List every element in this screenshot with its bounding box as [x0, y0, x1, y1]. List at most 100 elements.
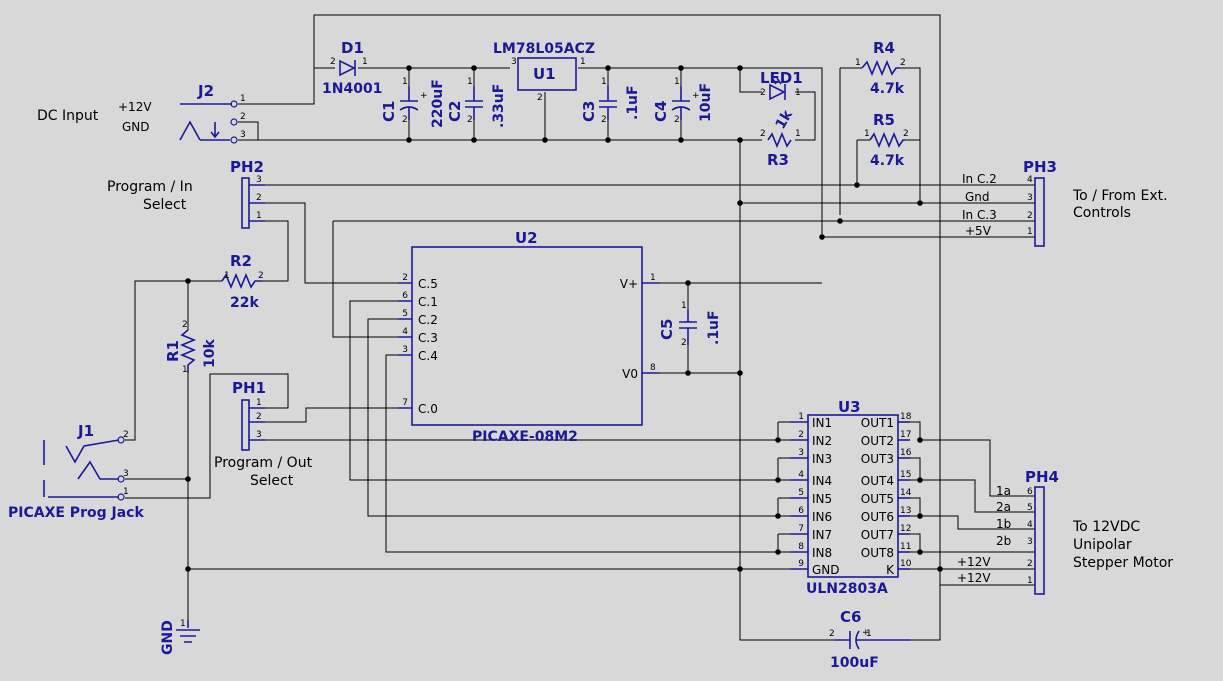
- r4-value: 4.7k: [870, 81, 905, 97]
- svg-text:1: 1: [674, 77, 680, 87]
- ph3-signal-2: Gnd: [965, 190, 990, 204]
- note-ext-controls-1: To / From Ext.: [1072, 188, 1168, 204]
- svg-text:1: 1: [795, 88, 801, 98]
- u3-pin-number: 15: [900, 470, 911, 480]
- svg-text:2: 2: [537, 93, 543, 103]
- note-motor-3: Stepper Motor: [1073, 555, 1173, 571]
- header-ph4: PH4 6 5 4 3 2 1 1a 2a 1b 2b +12V +12V: [957, 468, 1059, 595]
- u2-ref: U2: [515, 229, 538, 247]
- header-ph3: PH3 4 3 2 1 In C.2 Gnd In C.3 +5V: [962, 158, 1057, 247]
- u3-pin-name: OUT2: [861, 434, 894, 448]
- r3-ref: R3: [767, 151, 789, 169]
- c1-value: 220uF: [430, 79, 446, 128]
- resistor-r4: R4 4.7k 1 2: [855, 39, 906, 97]
- u2-pin-name: C.1: [418, 295, 438, 309]
- svg-text:1: 1: [866, 629, 872, 639]
- u3-pin-name: OUT1: [861, 416, 894, 430]
- u3-pin-number: 14: [900, 488, 912, 498]
- svg-text:2: 2: [240, 112, 246, 122]
- svg-text:2: 2: [330, 57, 336, 67]
- r3-value: 1k: [773, 107, 797, 132]
- note-select-out: Select: [250, 473, 294, 489]
- u2-pin-number: 6: [402, 291, 408, 301]
- u3-pin-name: OUT4: [861, 474, 894, 488]
- c3-ref: C3: [580, 101, 598, 122]
- u3-pin-number: 16: [900, 448, 912, 458]
- notes: DC Input +12V GND Program / In Select Pr…: [8, 100, 1173, 571]
- u3-pin-number: 12: [900, 524, 911, 534]
- svg-text:1: 1: [1027, 227, 1033, 237]
- u3-pin-number: 6: [798, 506, 804, 516]
- svg-text:2: 2: [123, 430, 129, 440]
- u3-pin-name: IN8: [812, 546, 832, 560]
- u1-value: LM78L05ACZ: [493, 41, 595, 57]
- svg-text:4: 4: [1027, 175, 1033, 185]
- r2-ref: R2: [230, 252, 252, 270]
- note-prog-jack: PICAXE Prog Jack: [8, 505, 144, 521]
- c6-ref: C6: [840, 608, 861, 626]
- header-ph2: PH2 3 2 1: [230, 158, 265, 229]
- u2-pin-name: V+: [620, 277, 638, 291]
- r5-value: 4.7k: [870, 153, 905, 169]
- r1-ref: R1: [164, 340, 182, 362]
- u3-pin-number: 13: [900, 506, 911, 516]
- c5-ref: C5: [658, 319, 676, 340]
- u3-pin-name: OUT7: [861, 528, 894, 542]
- capacitor-c1: + C1 220uF 1 2: [380, 77, 446, 128]
- ph3-signal-3: In C.3: [962, 208, 997, 222]
- u2-pin-name: C.3: [418, 331, 438, 345]
- u3-pin-number: 17: [900, 430, 911, 440]
- u3-pin-name: IN7: [812, 528, 832, 542]
- ph2-ref: PH2: [230, 158, 264, 176]
- wires: [125, 14, 1036, 641]
- svg-text:1: 1: [402, 77, 408, 87]
- ph4-signal-2: 2a: [996, 500, 1011, 514]
- u2-value: PICAXE-08M2: [472, 429, 578, 445]
- capacitor-c6: + C6 100uF 2 1: [829, 608, 910, 671]
- led1-ref: LED1: [760, 69, 803, 87]
- svg-text:2: 2: [402, 115, 408, 125]
- u2-pin-number: 2: [402, 273, 408, 283]
- diode-d1: D1 1N4001 2 1: [322, 39, 382, 97]
- r1-value: 10k: [202, 339, 218, 368]
- svg-text:3: 3: [256, 175, 262, 185]
- u3-pin-name: IN3: [812, 452, 832, 466]
- svg-text:2: 2: [258, 271, 264, 281]
- capacitor-c2: C2 .33uF 1 2: [446, 77, 507, 128]
- ph3-signal-4: +5V: [965, 224, 992, 238]
- svg-text:1: 1: [681, 301, 687, 311]
- u3-pin-number: 4: [798, 470, 804, 480]
- c2-value: .33uF: [491, 84, 507, 128]
- u3-pin-number: 1: [798, 412, 804, 422]
- led-led1: LED1 2 1: [760, 69, 803, 101]
- resistor-r5: R5 4.7k 1 2: [864, 111, 909, 169]
- u3-pin-name: K: [886, 563, 895, 577]
- svg-text:1: 1: [180, 619, 186, 629]
- svg-text:3: 3: [511, 57, 517, 67]
- ph4-signal-1: 1a: [996, 484, 1011, 498]
- u3-pin-number: 2: [798, 430, 804, 440]
- svg-text:1: 1: [256, 211, 262, 221]
- svg-text:1: 1: [580, 57, 586, 67]
- svg-text:2: 2: [601, 115, 607, 125]
- u3-pin-number: 9: [798, 559, 804, 569]
- u3-pin-name: IN2: [812, 434, 832, 448]
- svg-text:2: 2: [829, 629, 835, 639]
- svg-text:2: 2: [674, 115, 680, 125]
- u2-pin-number: 8: [650, 363, 656, 373]
- svg-text:2: 2: [1027, 211, 1033, 221]
- u3-pin-name: GND: [812, 563, 840, 577]
- u1-ref: U1: [533, 65, 556, 83]
- u2-pin-name: C.2: [418, 313, 438, 327]
- svg-text:2: 2: [760, 88, 766, 98]
- note-program-out: Program / Out: [214, 455, 313, 471]
- svg-text:4: 4: [1027, 520, 1033, 530]
- note-select-in: Select: [143, 197, 187, 213]
- svg-text:1: 1: [864, 129, 870, 139]
- j1-ref: J1: [77, 422, 94, 440]
- u3-pin-number: 8: [798, 542, 804, 552]
- u3-pin-name: IN6: [812, 510, 832, 524]
- c6-value: 100uF: [830, 655, 879, 671]
- d1-value: 1N4001: [322, 81, 382, 97]
- note-motor-1: To 12VDC: [1072, 519, 1140, 535]
